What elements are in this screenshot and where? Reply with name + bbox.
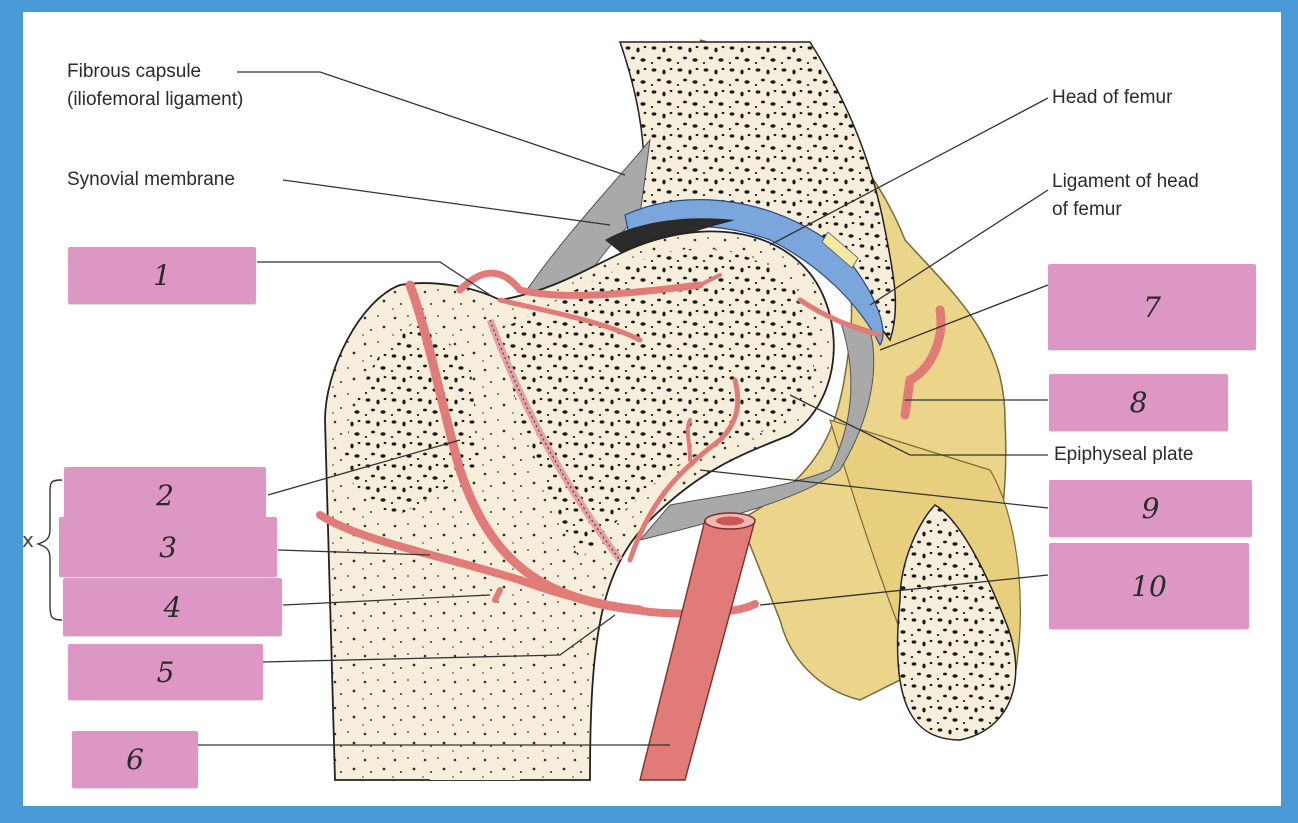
answer-box-5[interactable]: 5: [68, 644, 263, 700]
leader-lines: [198, 71, 1049, 746]
answer-box-3[interactable]: 3: [59, 517, 277, 577]
label-synovial-membrane: Synovial membrane: [67, 169, 235, 190]
bracket: [35, 479, 63, 621]
label-iliofemoral-ligament: (iliofemoral ligament): [67, 89, 244, 110]
answer-box-7[interactable]: 7: [1048, 264, 1256, 350]
label-ligament-of-head: Ligament of head: [1052, 171, 1199, 192]
bracket-mark: x: [22, 528, 34, 552]
label-epiphyseal-plate: Epiphyseal plate: [1054, 444, 1194, 465]
articular-cartilage: [624, 199, 884, 347]
arteries: [316, 269, 946, 618]
answer-box-2[interactable]: 2: [64, 467, 266, 523]
answer-box-9[interactable]: 9: [1049, 480, 1252, 537]
label-fibrous-capsule: Fibrous capsule: [67, 61, 202, 82]
ischial-ramus: [896, 504, 1017, 741]
label-head-of-femur: Head of femur: [1052, 87, 1173, 108]
answer-box-4[interactable]: 4: [63, 578, 282, 636]
answer-box-6[interactable]: 6: [72, 731, 198, 788]
femoral-artery: [639, 519, 756, 781]
answer-box-10[interactable]: 10: [1049, 543, 1249, 629]
answer-box-8[interactable]: 8: [1049, 374, 1228, 431]
answer-box-1[interactable]: 1: [68, 247, 256, 304]
label-of-femur: of femur: [1052, 199, 1122, 220]
